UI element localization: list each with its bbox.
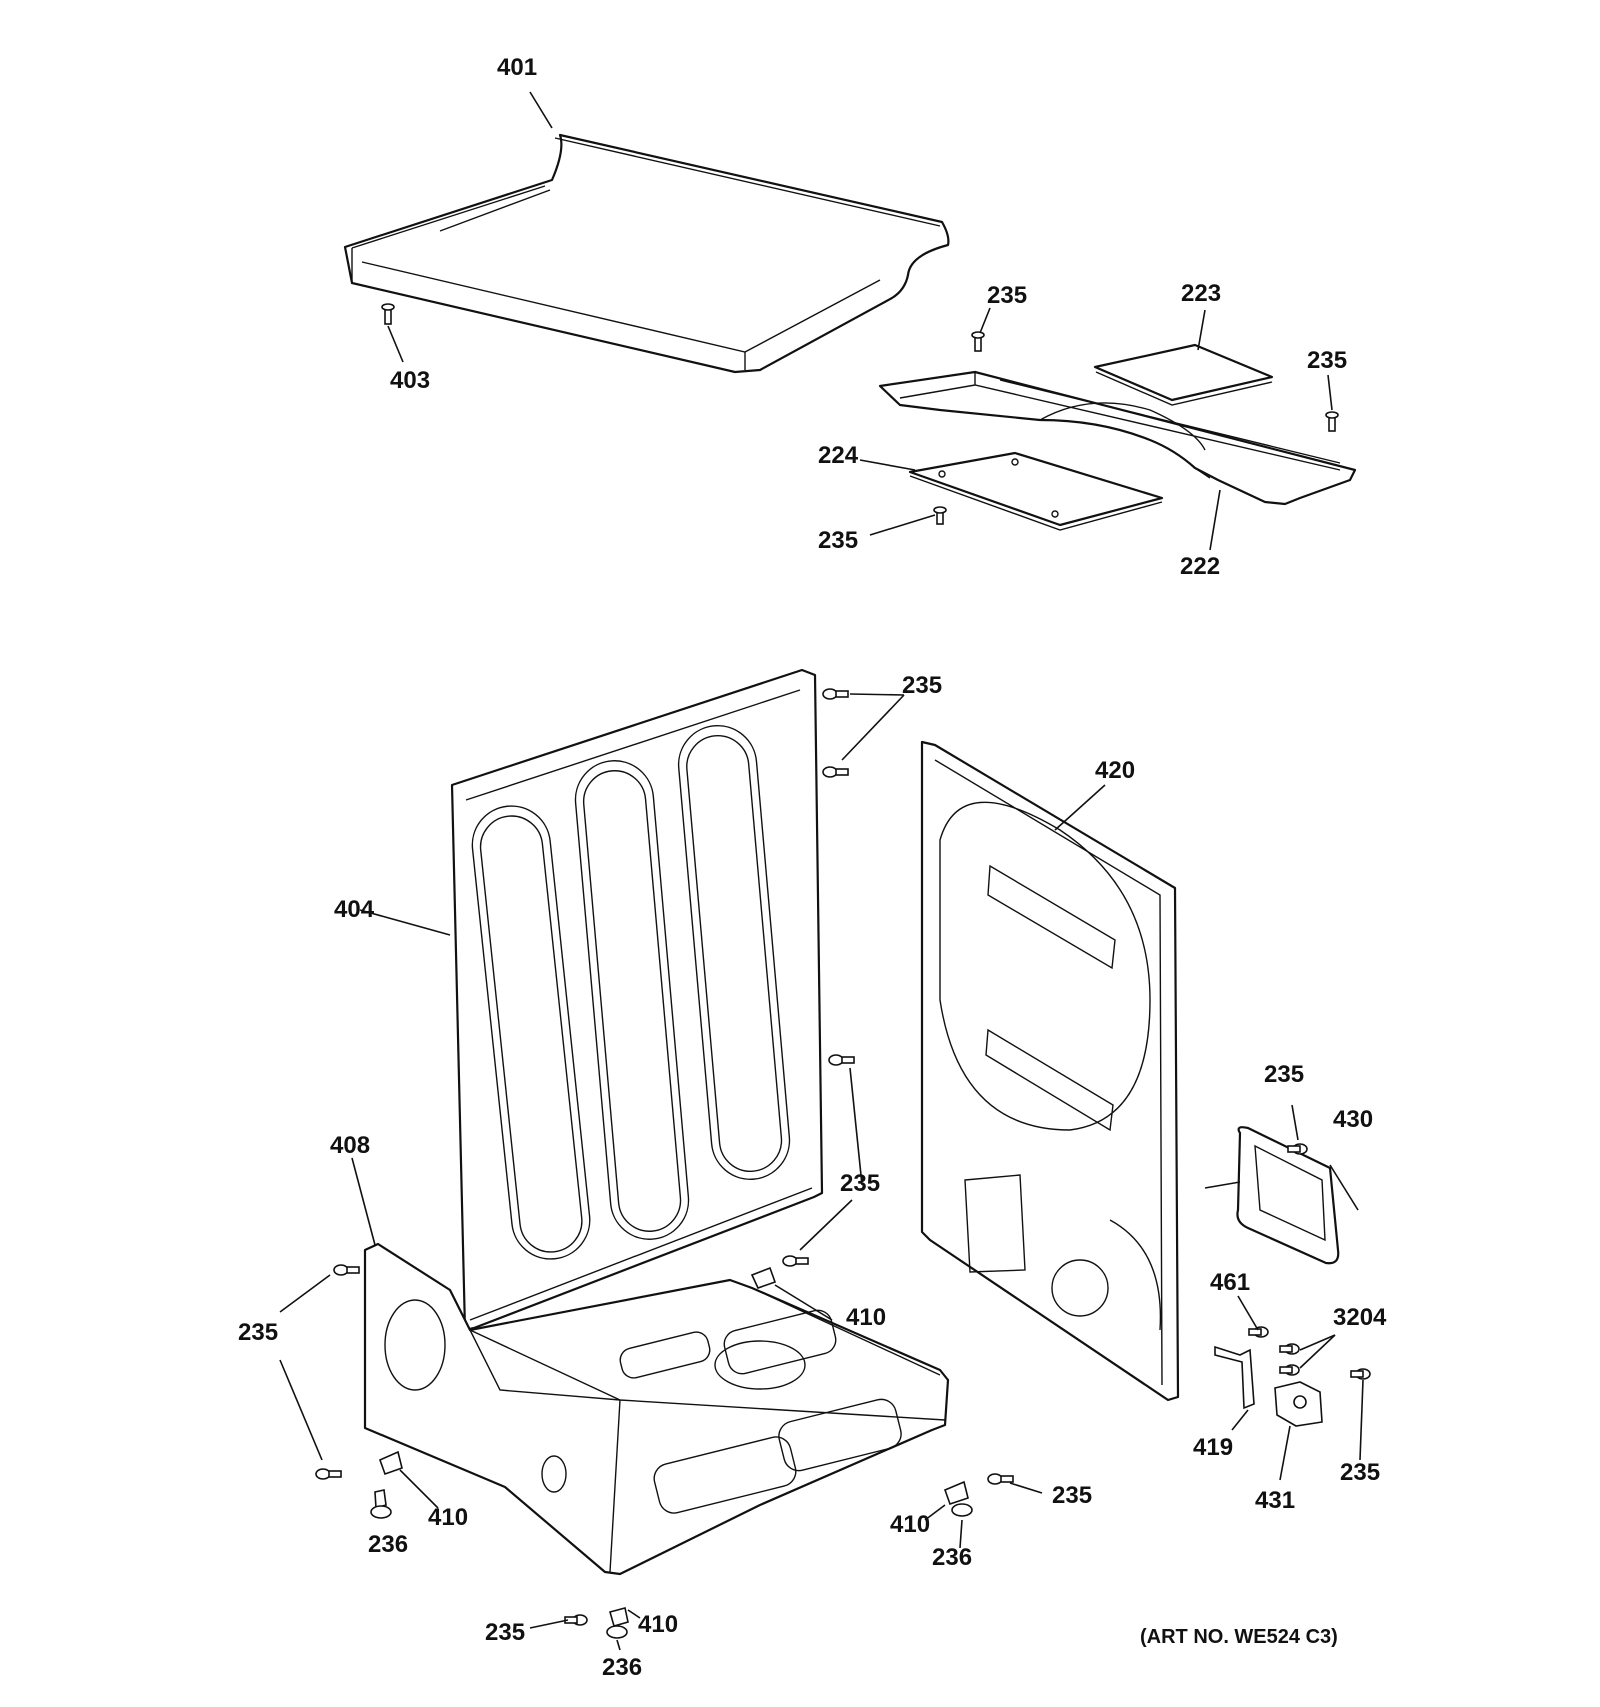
callout-235-f: 235: [840, 1170, 880, 1197]
callout-235-c: 235: [818, 527, 858, 554]
part-419-bracket: [1214, 1345, 1255, 1410]
art-number: (ART NO. WE524 C3): [1140, 1626, 1338, 1648]
part-224-cover-plate: [908, 451, 1164, 531]
callout-419: 419: [1193, 1434, 1233, 1461]
callout-3204: 3204: [1333, 1304, 1387, 1331]
part-420-front-panel: [920, 740, 1180, 1402]
part-401-top-panel: [343, 133, 950, 374]
callout-408: 408: [330, 1132, 370, 1159]
callout-404: 404: [334, 896, 375, 923]
callout-430: 430: [1333, 1106, 1373, 1133]
leg-assemblies: [370, 1266, 973, 1639]
callout-431: 431: [1255, 1487, 1295, 1514]
callout-235-g: 235: [238, 1319, 278, 1346]
callout-235-i: 235: [1052, 1482, 1092, 1509]
part-403-screw: [381, 303, 395, 325]
callout-223: 223: [1181, 280, 1221, 307]
part-431-block: [1274, 1381, 1323, 1427]
callout-235-d: 235: [902, 672, 942, 699]
part-222-bracket: [878, 370, 1357, 506]
part-404-back-panel: [450, 668, 824, 1332]
callout-235-h: 235: [1340, 1459, 1380, 1486]
part-223-cover-plate: [1093, 343, 1274, 406]
callout-222: 222: [1180, 553, 1220, 580]
leader-lines: [279, 91, 1364, 1651]
callout-420: 420: [1095, 757, 1135, 784]
callout-235-b: 235: [1307, 347, 1347, 374]
callout-410-a: 410: [846, 1304, 886, 1331]
callout-410-b: 410: [428, 1504, 468, 1531]
callout-labels: 401 403 235 223 235 224 235 222 235 420 …: [238, 54, 1387, 1681]
callout-224: 224: [818, 442, 859, 469]
callout-235-j: 235: [485, 1619, 525, 1646]
callout-410-d: 410: [638, 1611, 678, 1638]
callout-410-c: 410: [890, 1511, 930, 1538]
part-408-base: [363, 1242, 950, 1576]
callout-236-c: 236: [602, 1654, 642, 1681]
callout-236-a: 236: [368, 1531, 408, 1558]
lower-screws: [315, 688, 1371, 1626]
callout-403: 403: [390, 367, 430, 394]
callout-236-b: 236: [932, 1544, 972, 1571]
callout-401: 401: [497, 54, 537, 81]
part-430-duct: [1236, 1126, 1340, 1265]
callout-461: 461: [1210, 1269, 1250, 1296]
callout-235-a: 235: [987, 282, 1027, 309]
callout-235-e: 235: [1264, 1061, 1304, 1088]
upper-screws: [933, 331, 1339, 525]
